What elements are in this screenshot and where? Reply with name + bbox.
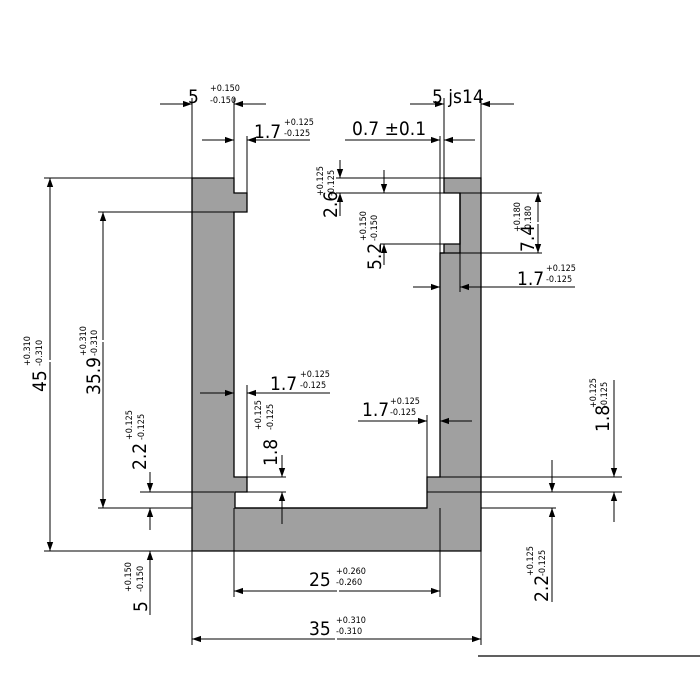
tol-upper: +0.150	[210, 84, 240, 94]
dim-1-8-left: 1.8 +0.125 -0.125	[247, 400, 286, 524]
tol-lower: -0.125	[390, 408, 416, 418]
dim-value: 1.7	[517, 268, 544, 290]
tol-lower: -0.310	[35, 340, 45, 366]
dim-2-2-right: 2.2 +0.125 -0.125	[481, 460, 556, 602]
dim-value: 45	[29, 370, 51, 392]
tol-upper: +0.150	[359, 211, 369, 241]
dim-value: 1.7	[362, 399, 389, 421]
tol-lower: -0.310	[90, 330, 100, 356]
dim-value: 2.2	[129, 443, 151, 470]
tol-upper: +0.125	[526, 546, 536, 576]
tol-upper: +0.260	[336, 567, 366, 577]
dim-35: 35 +0.310 -0.310	[191, 551, 482, 645]
tol-upper: +0.125	[125, 410, 135, 440]
dim-value: 35.9	[83, 357, 105, 395]
tol-lower: -0.150	[210, 96, 236, 106]
dim-7-4: 7.4 +0.180 -0.180	[460, 192, 542, 254]
tol-upper: +0.125	[546, 264, 576, 274]
dim-value: 25	[309, 569, 331, 591]
tol-lower: -0.150	[370, 215, 380, 241]
dim-value: 5	[130, 601, 152, 612]
tol-lower: -0.125	[600, 382, 610, 408]
tol-upper: +0.180	[513, 202, 523, 232]
dim-value: 2.2	[531, 575, 553, 602]
dim-value: 1.8	[592, 405, 614, 432]
tol-lower: -0.125	[137, 414, 147, 440]
tol-upper: +0.310	[79, 326, 89, 356]
tol-upper: +0.150	[124, 562, 134, 592]
dim-1-8-right: 1.8 +0.125 -0.125	[427, 378, 622, 522]
dim-value: 0.7 ±0.1	[352, 118, 426, 140]
tol-lower: -0.125	[266, 404, 276, 430]
tol-lower: -0.180	[524, 206, 534, 232]
dim-value: 7.4	[517, 225, 539, 252]
dim-2-2-left: 2.2 +0.125 -0.125	[125, 410, 234, 530]
tol-lower: -0.260	[336, 578, 362, 588]
dim-value: 5.2	[364, 243, 386, 270]
dim-45: 45 +0.310 -0.310	[23, 177, 192, 552]
tol-upper: +0.310	[23, 336, 33, 366]
dim-1-7-right: 1.7 +0.125 -0.125	[413, 253, 576, 292]
tol-lower: -0.150	[136, 566, 146, 592]
tol-upper: +0.310	[336, 616, 366, 626]
dim-1-7-top-left: 1.7 +0.125 -0.125	[202, 118, 314, 193]
tol-lower: -0.125	[284, 129, 310, 139]
dim-value: 1.8	[260, 439, 282, 466]
tol-lower: -0.125	[538, 550, 548, 576]
tol-lower: -0.125	[300, 381, 326, 391]
tol-lower: -0.125	[546, 275, 572, 285]
dim-value: 1.7	[270, 373, 297, 395]
dim-5-top-left: 5 +0.150 -0.150	[160, 84, 266, 178]
dim-1-7-mid-right: 1.7 +0.125 -0.125	[358, 397, 472, 477]
tol-lower: -0.310	[336, 627, 362, 637]
tol-upper: +0.125	[390, 397, 420, 407]
dim-value: 5	[188, 86, 199, 108]
dim-5-2: 5.2 +0.150 -0.150	[359, 170, 444, 270]
tol-lower: -0.125	[327, 170, 337, 196]
tol-upper: +0.125	[316, 166, 326, 196]
tol-upper: +0.125	[589, 378, 599, 408]
dim-value: 5 js14	[432, 86, 484, 108]
dim-0-7: 0.7 ±0.1	[345, 118, 475, 253]
dim-5-bottom-left: 5 +0.150 -0.150	[124, 551, 154, 615]
dim-35-9: 35.9 +0.310 -0.310	[79, 211, 247, 509]
dim-1-7-mid-left: 1.7 +0.125 -0.125	[200, 370, 330, 477]
dim-value: 2.6	[320, 191, 342, 218]
dim-2-6: 2.6 +0.125 -0.125	[316, 160, 444, 218]
dim-25: 25 +0.260 -0.260	[233, 508, 441, 597]
tol-upper: +0.125	[300, 370, 330, 380]
tol-upper: +0.125	[254, 400, 264, 430]
channel-profile	[191, 177, 482, 552]
dim-value: 35	[309, 618, 331, 640]
tol-upper: +0.125	[284, 118, 314, 128]
dim-value: 1.7	[254, 121, 281, 143]
